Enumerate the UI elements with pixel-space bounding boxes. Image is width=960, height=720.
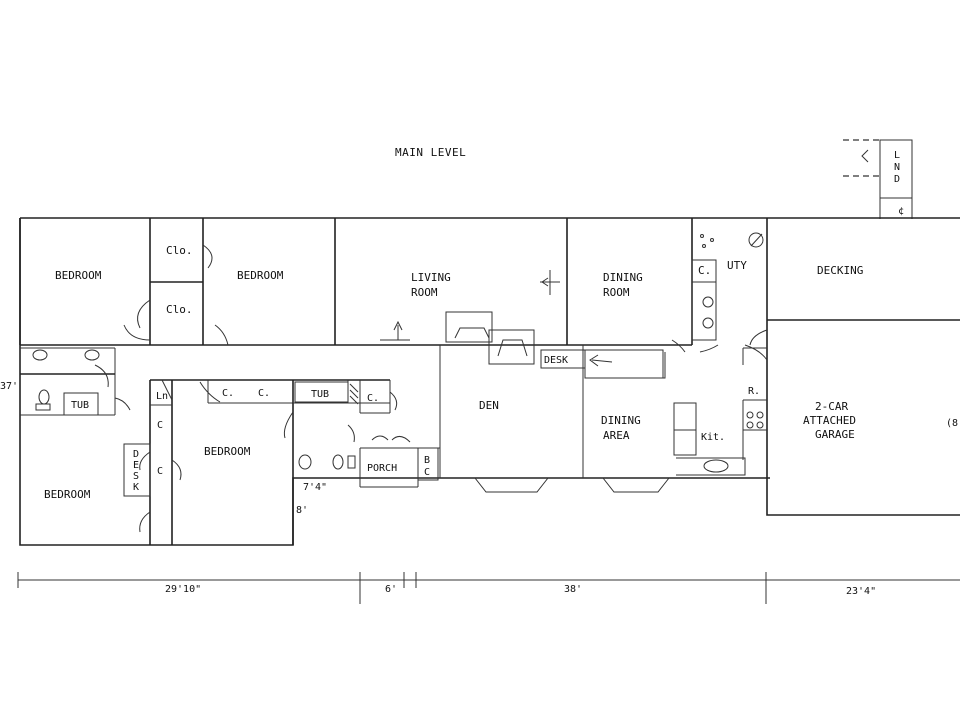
room-label-utility-closet: C.	[698, 264, 711, 277]
room-label-garage-line2: ATTACHED	[803, 414, 856, 427]
laundry-door-arrow	[861, 149, 869, 163]
room-label-kitchen: Kit.	[701, 432, 725, 443]
desk-letter-k: K	[133, 482, 139, 493]
room-label-closet-c5: C.	[367, 393, 379, 404]
room-label-closet-c3: C.	[222, 388, 234, 399]
toilet-icon	[38, 389, 50, 405]
dimension-hall-7-4: 7'4"	[303, 482, 327, 493]
room-label-dining-area-line1: DINING	[601, 414, 641, 427]
room-label-tub-west: TUB	[71, 400, 89, 411]
room-label-bedroom-center: BEDROOM	[204, 445, 251, 458]
room-label-desk: DESK	[544, 355, 568, 366]
desk-letter-e: E	[133, 460, 139, 471]
room-label-tub-center: TUB	[311, 389, 329, 400]
washer-icon	[702, 296, 714, 308]
room-label-den: DEN	[479, 399, 499, 412]
room-label-closet-upper: Clo.	[166, 244, 193, 257]
dimension-bottom-29-10: 29'10"	[165, 584, 201, 595]
room-label-dining-room-line2: ROOM	[603, 286, 630, 299]
room-label-bedroom-nw: BEDROOM	[55, 269, 102, 282]
toilet-tank-icon	[35, 403, 51, 411]
room-label-closet-c4: C.	[258, 388, 270, 399]
room-label-linen: Ln	[156, 391, 168, 402]
room-label-closet-c1: C	[157, 420, 163, 431]
dimension-hall-8: 8'	[296, 505, 308, 516]
lnd-letter-d: D	[894, 174, 900, 185]
bay-window	[474, 477, 549, 493]
bay-window	[602, 477, 670, 493]
room-label-closet-c2: C	[157, 466, 163, 477]
room-label-garage-line3: GARAGE	[815, 428, 855, 441]
fixtures	[32, 232, 764, 493]
bc-letter-c: C	[424, 467, 430, 478]
desk-letter-s: S	[133, 471, 139, 482]
burner-icon	[756, 421, 764, 429]
dimension-bottom-6: 6'	[385, 584, 397, 595]
plan-title: MAIN LEVEL	[395, 146, 466, 159]
burner-icon	[746, 421, 754, 429]
room-label-garage-line1: 2-CAR	[815, 400, 848, 413]
lnd-letter-l: L	[894, 150, 900, 161]
dimension-right-edge: (8	[946, 418, 958, 429]
fireplace-left	[454, 327, 490, 339]
desk-letter-d: D	[133, 449, 139, 460]
room-label-utility: UTY	[727, 259, 747, 272]
room-label-dining-area-line2: AREA	[603, 429, 630, 442]
sink-icon	[32, 349, 48, 361]
dryer-icon	[702, 317, 714, 329]
room-labels: BEDROOM Clo. Clo. BEDROOM LIVING ROOM DI…	[44, 244, 863, 501]
room-label-closet-lower: Clo.	[166, 303, 193, 316]
dimension-bottom-38: 38'	[564, 584, 582, 595]
room-label-decking: DECKING	[817, 264, 863, 277]
bc-letter-b: B	[424, 455, 430, 466]
toilet-tank-icon	[347, 455, 356, 469]
dimensions: 37' 7'4" 8' (8 29'10" 6' 38' 23'4"	[0, 381, 960, 604]
room-label-living-line2: ROOM	[411, 286, 438, 299]
laundry-step-mark: ¢	[898, 206, 904, 217]
room-label-refrigerator: R.	[748, 386, 760, 397]
fireplace-right-box	[488, 329, 535, 365]
hatched-fixture	[349, 383, 359, 405]
room-label-dining-room-line1: DINING	[603, 271, 643, 284]
water-heater-icon	[748, 232, 764, 248]
dimension-left-edge: 37'	[0, 381, 18, 392]
kitchen-sink-icon	[703, 459, 729, 473]
fireplace-hearth	[445, 311, 493, 343]
room-label-bedroom-sw: BEDROOM	[44, 488, 91, 501]
toilet-icon	[332, 454, 344, 470]
burner-icon	[756, 411, 764, 419]
sink-icon	[84, 349, 100, 361]
lnd-letter-n: N	[894, 162, 900, 173]
door-swings	[94, 244, 768, 533]
sink-icon	[298, 454, 312, 470]
burner-icon	[746, 411, 754, 419]
dimension-bottom-23-4: 23'4"	[846, 586, 876, 597]
interior-walls	[20, 218, 767, 545]
laundry-annex: L N D ¢	[843, 139, 913, 219]
room-label-living-line1: LIVING	[411, 271, 451, 284]
room-label-bedroom-n: BEDROOM	[237, 269, 284, 282]
fireplace-right	[497, 339, 528, 357]
room-label-porch: PORCH	[367, 463, 397, 474]
